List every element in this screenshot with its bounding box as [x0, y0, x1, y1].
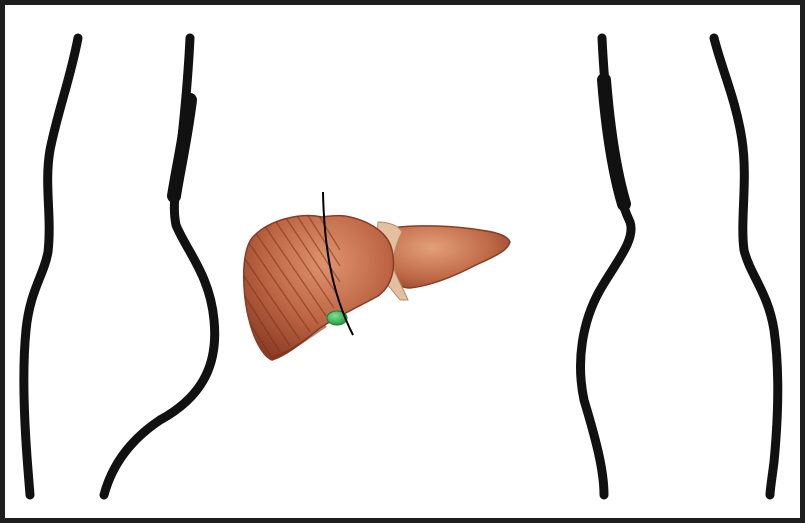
body-outline-left [24, 38, 215, 495]
torso-left-inner-shading [174, 100, 190, 196]
body-outline-right [581, 38, 778, 495]
torso-left-inner-contour [104, 38, 215, 495]
liver-right-lobe [244, 216, 394, 360]
torso-right-inner-shading [604, 80, 624, 204]
liver-illustration [232, 198, 510, 360]
torso-left-outer-contour [24, 38, 78, 495]
liver-left-lobe [389, 226, 510, 288]
torso-right-outer-contour [714, 38, 778, 495]
